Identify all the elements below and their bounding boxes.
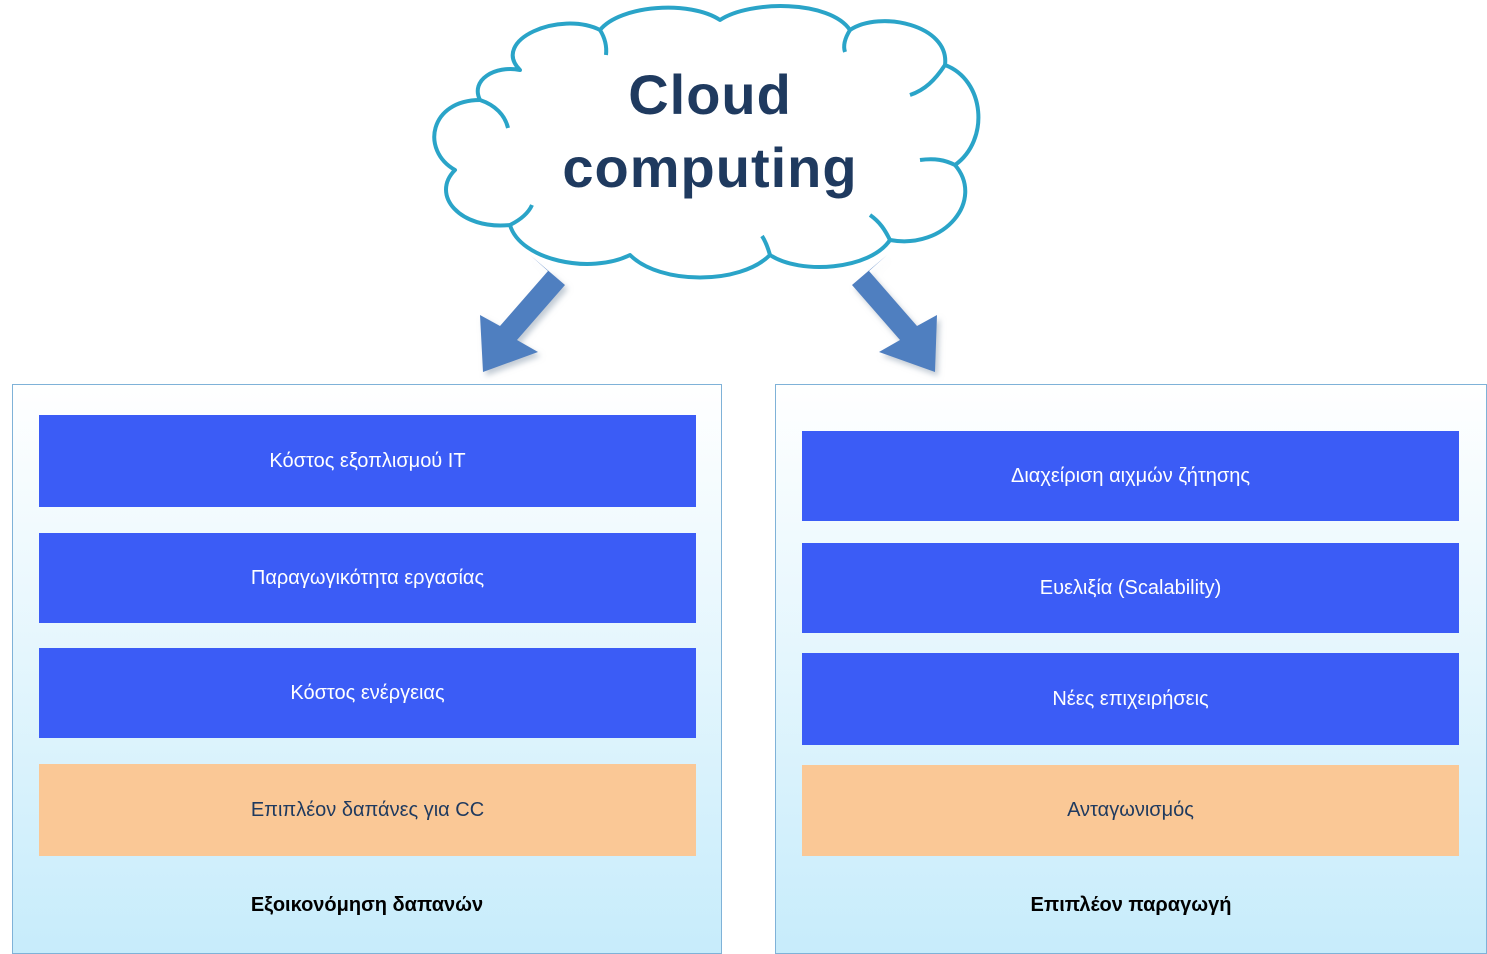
cloud-title-line2: computing: [562, 136, 858, 199]
arrow-right-icon: [852, 255, 937, 372]
list-item-peak-demand-management: Διαχείριση αιχμών ζήτησης: [802, 431, 1459, 521]
list-item-it-equipment-cost: Κόστος εξοπλισμού IT: [39, 415, 696, 507]
list-item-energy-cost: Κόστος ενέργειας: [39, 648, 696, 738]
cost-savings-caption: Εξοικονόμηση δαπανών: [250, 893, 484, 916]
cloud-title-line1: Cloud: [628, 63, 792, 126]
additional-production-panel: Διαχείριση αιχμών ζήτησης Ευελιξία (Scal…: [775, 384, 1487, 954]
additional-production-caption: Επιπλέον παραγωγή: [1030, 893, 1232, 916]
list-item-scalability: Ευελιξία (Scalability): [802, 543, 1459, 633]
cloud-diagram-graphics: [432, 4, 981, 372]
arrow-left-icon: [480, 255, 565, 372]
list-item-new-businesses: Νέες επιχειρήσεις: [802, 653, 1459, 745]
list-item-labor-productivity: Παραγωγικότητα εργασίας: [39, 533, 696, 623]
list-item-competition: Ανταγωνισμός: [802, 765, 1459, 856]
list-item-additional-cc-costs: Επιπλέον δαπάνες για CC: [39, 764, 696, 856]
cloud-shape: [432, 4, 981, 280]
cost-savings-panel: Κόστος εξοπλισμού IT Παραγωγικότητα εργα…: [12, 384, 722, 954]
